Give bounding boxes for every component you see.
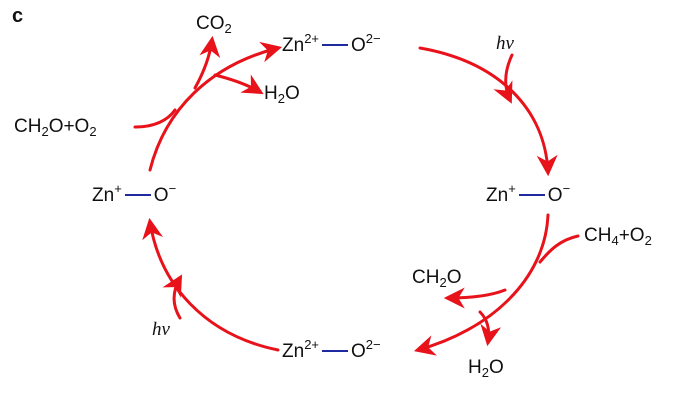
state-top-bond bbox=[322, 44, 349, 46]
species-h2o-bottom-tail: O bbox=[488, 357, 504, 378]
state-right-zn: Zn bbox=[486, 185, 509, 206]
state-top-o: O bbox=[351, 35, 366, 56]
species-ch2o-o2-a-sub: 2 bbox=[41, 124, 49, 139]
state-top-zn-charge: 2+ bbox=[304, 31, 320, 46]
state-left-o: O bbox=[153, 185, 169, 206]
species-ch2o-a: CH bbox=[412, 267, 440, 288]
state-left-o-charge: − bbox=[168, 181, 177, 196]
state-right-zn-charge: + bbox=[508, 181, 516, 196]
light-hv-top: hv bbox=[496, 33, 514, 54]
species-h2o-top: H2O bbox=[264, 83, 300, 106]
species-ch2o-o2: CH2O+O2 bbox=[14, 116, 97, 139]
state-bottom-zn-charge: 2+ bbox=[304, 337, 320, 352]
species-h2o-top-sub: 2 bbox=[277, 91, 285, 106]
branch-hv-top-in bbox=[493, 53, 514, 104]
arc-bottom-to-left bbox=[142, 217, 280, 352]
species-ch2o-b: O bbox=[446, 267, 462, 288]
state-bottom: Zn2+ O2− bbox=[282, 338, 381, 362]
state-right: Zn+ O− bbox=[486, 182, 570, 206]
state-bottom-bond bbox=[322, 350, 349, 352]
state-bottom-zn: Zn bbox=[282, 341, 305, 362]
branch-h2o-bottom-out bbox=[478, 310, 502, 347]
state-top-zn: Zn bbox=[282, 35, 305, 56]
species-co2-sub: 2 bbox=[224, 21, 232, 36]
species-h2o-top-tail: O bbox=[284, 83, 300, 104]
state-left-zn: Zn bbox=[92, 185, 115, 206]
species-ch2o: CH2O bbox=[412, 267, 462, 290]
state-bottom-o: O bbox=[351, 341, 366, 362]
species-ch4-o2-a-sub: 4 bbox=[611, 233, 619, 248]
species-ch2o-o2-a: CH bbox=[14, 116, 42, 137]
species-h2o-bottom-sub: 2 bbox=[481, 365, 489, 380]
arc-left-to-top bbox=[148, 41, 283, 172]
state-top: Zn2+ O2− bbox=[282, 32, 381, 56]
panel-label: c bbox=[12, 5, 24, 27]
state-bottom-o-charge: 2− bbox=[365, 337, 381, 352]
branch-ch2o-out bbox=[443, 287, 507, 309]
species-ch4-o2-b: +O bbox=[618, 225, 645, 246]
state-left-zn-charge: + bbox=[114, 181, 122, 196]
species-ch2o-o2-b-sub: 2 bbox=[89, 124, 97, 139]
state-left-bond bbox=[124, 194, 151, 196]
branch-ch2o-o2-in bbox=[133, 108, 177, 129]
branch-co2-out bbox=[193, 35, 221, 90]
species-co2: CO2 bbox=[196, 13, 232, 36]
arc-top-to-right bbox=[418, 46, 558, 177]
light-hv-bottom: hv bbox=[152, 319, 170, 340]
species-co2-base: CO bbox=[196, 13, 225, 34]
species-ch2o-a-sub: 2 bbox=[439, 275, 447, 290]
branch-ch4-o2-in bbox=[538, 234, 580, 264]
branch-h2o-top-out bbox=[213, 73, 264, 95]
branch-hv-bottom-in bbox=[162, 274, 183, 320]
species-h2o-top-base: H bbox=[264, 83, 278, 104]
state-left: Zn+ O− bbox=[92, 182, 176, 206]
species-ch2o-o2-b: O+O bbox=[48, 116, 90, 137]
state-right-bond bbox=[518, 194, 545, 196]
state-right-o: O bbox=[547, 185, 563, 206]
species-h2o-bottom: H2O bbox=[468, 357, 504, 380]
arc-right-to-bottom bbox=[413, 213, 550, 356]
species-ch4-o2-a: CH bbox=[584, 225, 612, 246]
state-right-o-charge: − bbox=[562, 181, 571, 196]
species-h2o-bottom-base: H bbox=[468, 357, 482, 378]
species-ch4-o2: CH4+O2 bbox=[584, 225, 652, 248]
state-top-o-charge: 2− bbox=[365, 31, 381, 46]
species-ch4-o2-b-sub: 2 bbox=[644, 233, 652, 248]
